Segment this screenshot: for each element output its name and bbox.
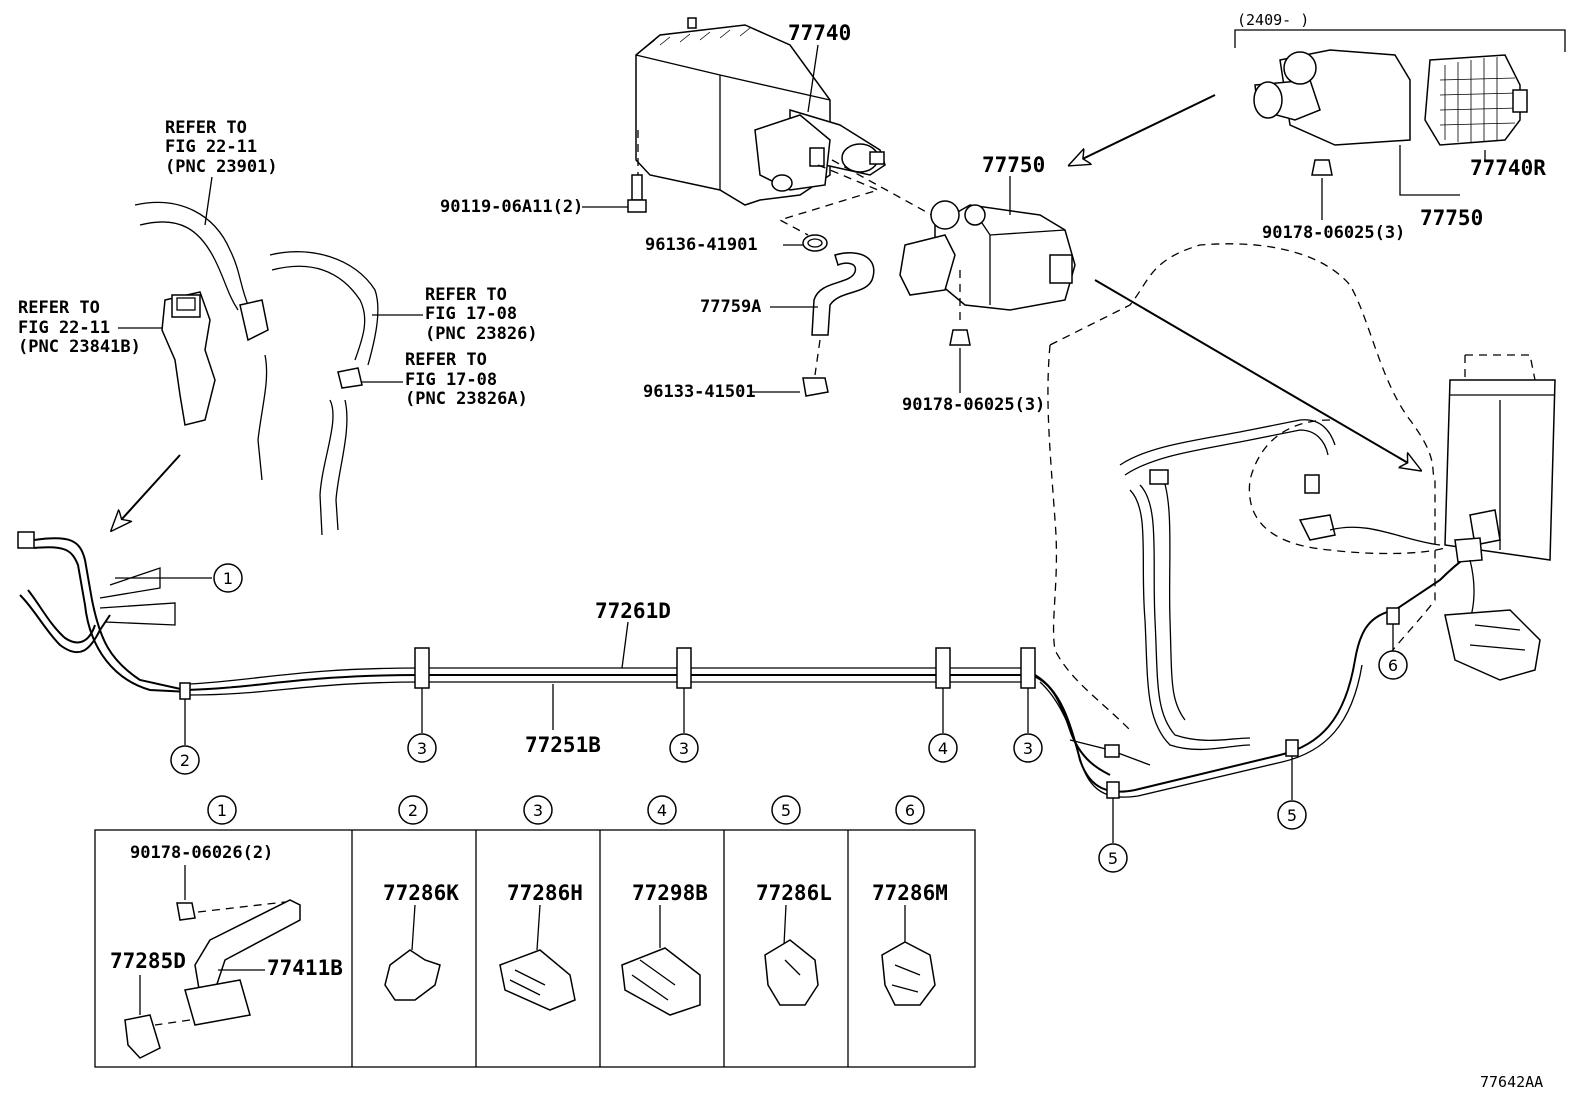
clip-77286H-icon bbox=[499, 949, 576, 1011]
figure-id: 77642AA bbox=[1480, 1073, 1543, 1091]
bracket-assembly bbox=[124, 899, 301, 1059]
bolt-icon bbox=[627, 130, 647, 213]
svg-text:(PNC 23826A): (PNC 23826A) bbox=[405, 389, 528, 409]
label-bolt: 90119-06A11(2) bbox=[440, 197, 583, 217]
label-clamp-upper: 96136-41901 bbox=[645, 235, 758, 255]
table-callouts: 1 2 3 4 5 6 bbox=[207, 795, 925, 825]
svg-text:5: 5 bbox=[1108, 849, 1118, 868]
pump-module bbox=[899, 200, 1076, 325]
svg-text:3: 3 bbox=[679, 739, 689, 758]
svg-text:(PNC 23901): (PNC 23901) bbox=[165, 157, 278, 177]
svg-text:2: 2 bbox=[180, 751, 190, 770]
label-clamp-lower: 96133-41501 bbox=[643, 382, 756, 402]
refer-block-3: REFER TO FIG 17-08 (PNC 23826) bbox=[425, 285, 538, 344]
refer-block-4: REFER TO FIG 17-08 (PNC 23826A) bbox=[405, 350, 528, 409]
label-77285D: 77285D bbox=[110, 949, 186, 973]
label-77740R: 77740R bbox=[1470, 156, 1546, 180]
label-nut-center: 90178-06025(3) bbox=[902, 395, 1045, 415]
label-inset-date: (2409- ) bbox=[1237, 11, 1309, 29]
svg-text:5: 5 bbox=[781, 801, 791, 820]
clamp-lower-icon bbox=[802, 377, 829, 397]
label-nut-bracket: 90178-06026(2) bbox=[130, 843, 273, 863]
label-inset-nut: 90178-06025(3) bbox=[1262, 223, 1405, 243]
label-inset-77750: 77750 bbox=[1420, 206, 1483, 230]
main-callouts: 1 2 3 3 4 3 5 5 6 bbox=[115, 563, 1408, 873]
clip-77286K-icon bbox=[384, 949, 441, 1001]
left-hoses bbox=[134, 201, 379, 536]
svg-text:FIG 22-11: FIG 22-11 bbox=[18, 318, 110, 338]
svg-text:5: 5 bbox=[1287, 806, 1297, 825]
arrow-connector bbox=[112, 454, 181, 530]
svg-text:FIG 22-11: FIG 22-11 bbox=[165, 137, 257, 157]
inset-new-version bbox=[1234, 29, 1566, 176]
svg-text:3: 3 bbox=[417, 739, 427, 758]
label-77286M: 77286M bbox=[872, 881, 948, 905]
svg-text:FIG 17-08: FIG 17-08 bbox=[425, 304, 517, 324]
label-77286K: 77286K bbox=[383, 881, 459, 905]
tank-canister bbox=[1444, 354, 1556, 681]
label-77261D: 77261D bbox=[595, 599, 671, 623]
svg-text:6: 6 bbox=[1388, 656, 1398, 675]
label-77411B: 77411B bbox=[267, 956, 343, 980]
arrow-to-tank bbox=[1094, 279, 1420, 470]
arrow-inset-to-pump bbox=[1070, 94, 1216, 165]
svg-text:1: 1 bbox=[217, 801, 227, 820]
svg-text:3: 3 bbox=[533, 801, 543, 820]
svg-text:(PNC 23826): (PNC 23826) bbox=[425, 324, 538, 344]
clip-77286L-icon bbox=[764, 939, 819, 1006]
nut-center-icon bbox=[949, 329, 971, 346]
connector-icon bbox=[161, 291, 216, 426]
svg-text:4: 4 bbox=[938, 739, 948, 758]
svg-text:FIG 17-08: FIG 17-08 bbox=[405, 370, 497, 390]
clamp-upper-icon bbox=[802, 234, 828, 252]
svg-text:3: 3 bbox=[1023, 739, 1033, 758]
svg-text:REFER TO: REFER TO bbox=[165, 118, 247, 138]
svg-text:6: 6 bbox=[905, 801, 915, 820]
svg-text:4: 4 bbox=[657, 801, 667, 820]
label-77750: 77750 bbox=[982, 153, 1045, 177]
clip-77298B-icon bbox=[621, 947, 701, 1016]
detail-table bbox=[94, 829, 976, 1068]
label-77286H: 77286H bbox=[507, 881, 583, 905]
svg-text:REFER TO: REFER TO bbox=[405, 350, 487, 370]
svg-text:REFER TO: REFER TO bbox=[425, 285, 507, 305]
fuel-tank-outline bbox=[1047, 243, 1446, 731]
label-77286L: 77286L bbox=[756, 881, 832, 905]
svg-text:1: 1 bbox=[223, 569, 233, 588]
charcoal-canister bbox=[635, 17, 886, 206]
refer-block-1: REFER TO FIG 22-11 (PNC 23901) bbox=[165, 118, 278, 177]
hose-icon bbox=[811, 252, 875, 376]
refer-block-2: REFER TO FIG 22-11 (PNC 23841B) bbox=[18, 298, 141, 357]
pump-lines bbox=[1119, 419, 1441, 751]
clip-77286M-icon bbox=[881, 941, 936, 1006]
svg-text:(PNC 23841B): (PNC 23841B) bbox=[18, 337, 141, 357]
label-77740: 77740 bbox=[788, 21, 851, 45]
label-77298B: 77298B bbox=[632, 881, 708, 905]
label-hose: 77759A bbox=[700, 297, 761, 317]
label-77251B: 77251B bbox=[525, 733, 601, 757]
svg-text:2: 2 bbox=[408, 801, 418, 820]
svg-text:REFER TO: REFER TO bbox=[18, 298, 100, 318]
